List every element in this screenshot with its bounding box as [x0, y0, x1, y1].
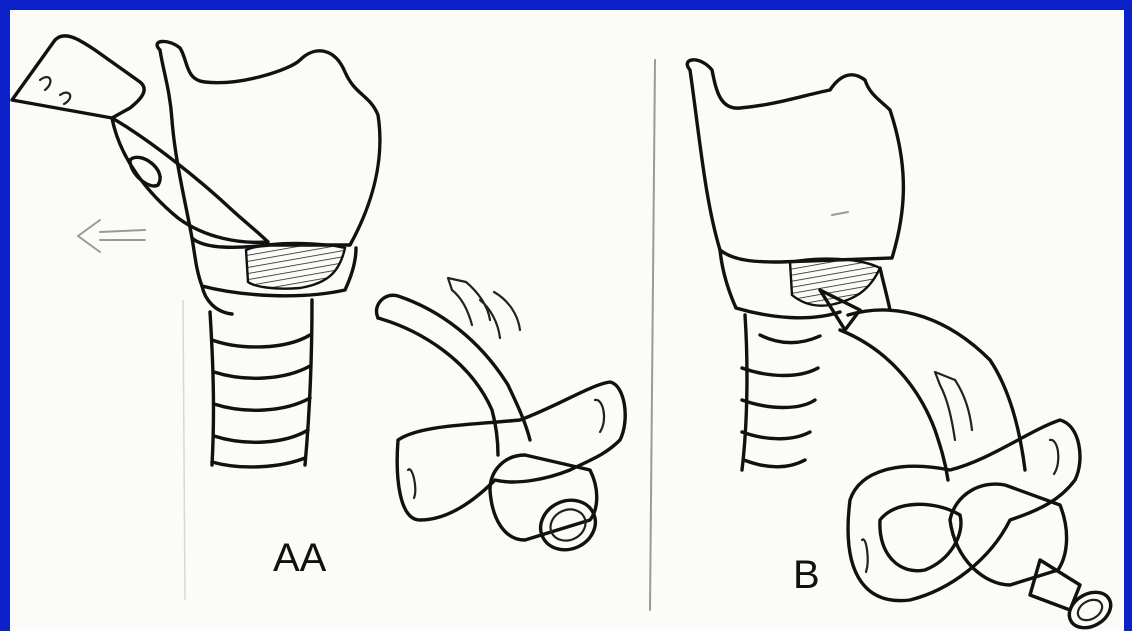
panel-label-a: AA: [273, 538, 326, 578]
scalpel-icon: [12, 36, 268, 243]
tracheostomy-tube-icon: [376, 295, 625, 558]
panel-a-guide-line: [183, 300, 185, 600]
panel-a: [12, 36, 625, 559]
larynx-icon: [687, 60, 903, 470]
panel-b: [687, 60, 1117, 631]
panel-label-b: B: [793, 555, 820, 595]
panel-divider: [650, 60, 655, 610]
procedure-illustration: [10, 10, 1124, 631]
insertion-arrow-icon: [935, 372, 972, 440]
direction-arrow-icon: [78, 220, 145, 252]
illustration-sheet: AA B: [10, 10, 1124, 631]
larynx-icon: [157, 41, 380, 467]
tracheostomy-tube-icon: [840, 310, 1117, 631]
